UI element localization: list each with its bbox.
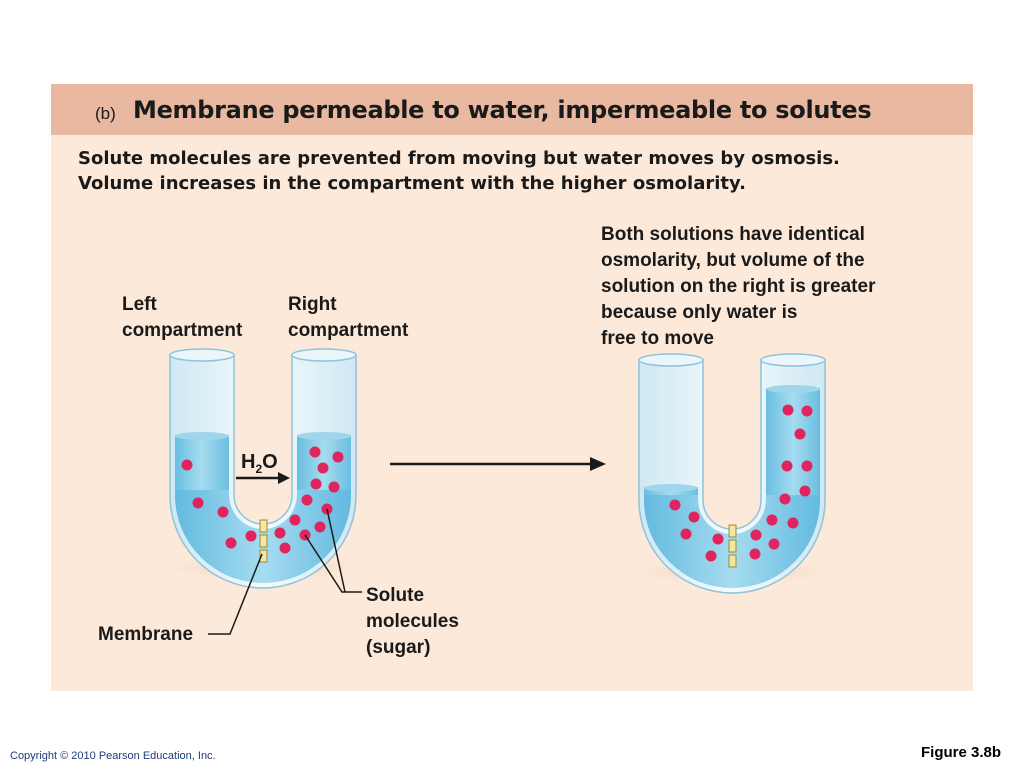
membrane xyxy=(728,524,737,568)
description-line: Solute molecules are prevented from movi… xyxy=(78,148,840,169)
water-surface xyxy=(766,385,820,393)
note-line: because only water is xyxy=(601,302,798,323)
u-tube-before xyxy=(153,348,373,589)
label-line: molecules xyxy=(366,611,459,632)
water-label-h: H xyxy=(241,451,256,473)
label-line: Right xyxy=(288,294,337,315)
tube-rim xyxy=(638,353,704,367)
result-note: Both solutions have identical osmolarity… xyxy=(601,222,875,352)
solute-molecules xyxy=(669,404,813,562)
water-flow-arrowhead xyxy=(278,472,290,484)
figure-number: Figure 3.8b xyxy=(921,744,1002,761)
description-line: Volume increases in the compartment with… xyxy=(78,173,746,194)
solute-leader-line xyxy=(326,508,346,593)
tube-rim xyxy=(169,348,235,362)
panel-tag: (b) xyxy=(95,104,116,123)
left-compartment-label: Left compartment xyxy=(122,292,242,344)
water-label-subscript: 2 xyxy=(255,462,263,476)
tube-rim xyxy=(291,348,357,362)
note-line: solution on the right is greater xyxy=(601,276,876,297)
water-label: H2O xyxy=(241,449,278,482)
label-line: Left xyxy=(122,294,157,315)
panel-description: Solute molecules are prevented from movi… xyxy=(78,146,840,196)
label-line: Solute xyxy=(366,585,425,606)
note-line: osmolarity, but volume of the xyxy=(601,250,865,271)
copyright-text: Copyright © 2010 Pearson Education, Inc. xyxy=(10,750,216,762)
membrane-leader-line xyxy=(208,553,263,635)
process-arrowhead xyxy=(590,457,606,471)
water-surface xyxy=(297,432,351,440)
note-line: Both solutions have identical xyxy=(601,224,865,245)
water-label-o: O xyxy=(262,451,278,473)
label-line: compartment xyxy=(122,320,243,341)
panel-title: Membrane permeable to water, impermeable… xyxy=(133,96,872,124)
water-surface xyxy=(644,484,698,492)
label-line: (sugar) xyxy=(366,637,431,658)
u-tube-after xyxy=(622,353,842,594)
solute-leader-line xyxy=(304,534,362,593)
tube-rim xyxy=(760,353,826,367)
solute-label: Solute molecules (sugar) xyxy=(366,583,459,661)
note-line: free to move xyxy=(601,328,714,349)
right-compartment-label: Right compartment xyxy=(288,292,408,344)
membrane xyxy=(259,519,268,563)
label-line: compartment xyxy=(288,320,409,341)
water-surface xyxy=(175,432,229,440)
membrane-label: Membrane xyxy=(98,624,194,645)
title-bar: (b) Membrane permeable to water, imperme… xyxy=(51,84,973,135)
